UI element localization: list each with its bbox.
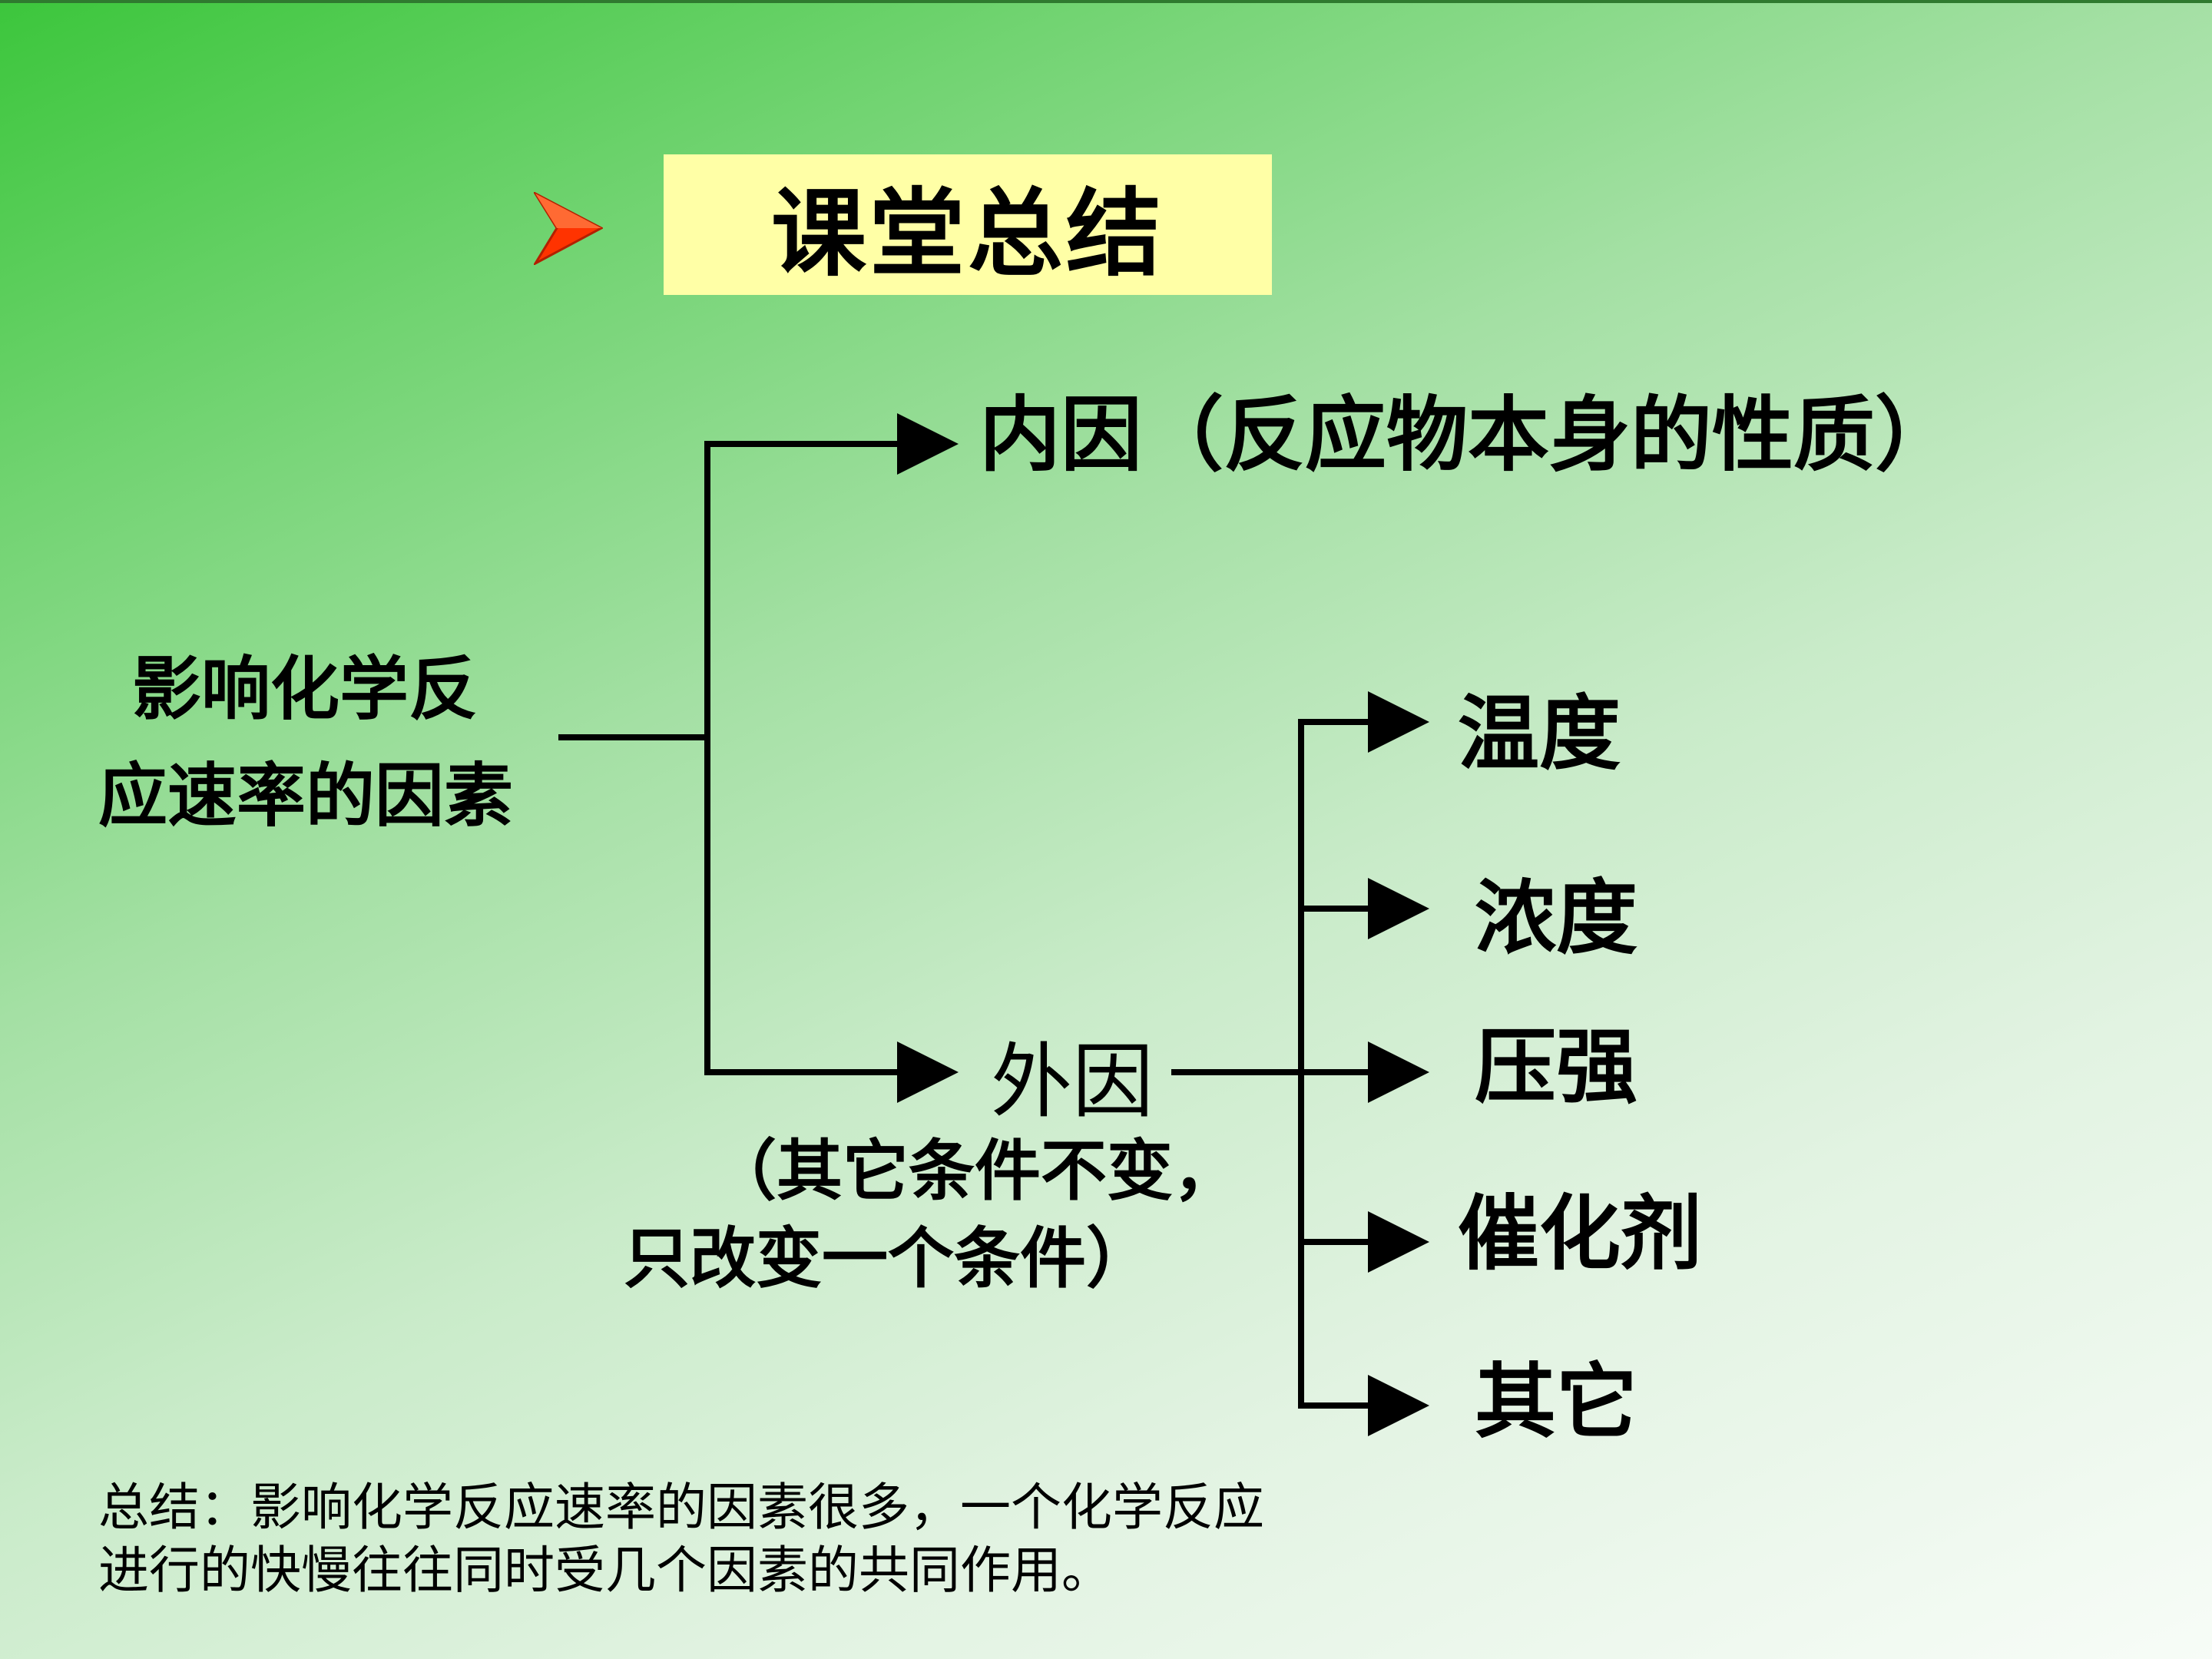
root-line-2: 应速率的因素 bbox=[98, 756, 513, 836]
factor-others: 其它 bbox=[1475, 1355, 1637, 1449]
factor-pressure: 压强 bbox=[1475, 1020, 1637, 1114]
factor-catalyst: 催化剂 bbox=[1458, 1187, 1702, 1281]
title-box: 课堂总结 bbox=[664, 154, 1272, 295]
external-factor: 外因 bbox=[991, 1035, 1154, 1129]
arrow-bullet-icon bbox=[534, 192, 603, 265]
external-note-line-2: 只改变一个条件） bbox=[624, 1220, 1152, 1297]
summary-line-2: 进行的快慢往往同时受几个因素的共同作用。 bbox=[98, 1541, 1112, 1600]
slide-title: 课堂总结 bbox=[770, 178, 1164, 290]
root-line-1: 影响化学反 bbox=[132, 649, 478, 730]
external-note-line-1: （其它条件不变， bbox=[710, 1133, 1239, 1210]
internal-factor: 内因（反应物本身的性质） bbox=[979, 388, 1956, 482]
factor-concentration: 浓度 bbox=[1475, 871, 1637, 965]
factor-temperature: 温度 bbox=[1458, 687, 1621, 781]
top-border bbox=[0, 0, 2212, 3]
summary-line-1: 总结：影响化学反应速率的因素很多，一个化学反应 bbox=[98, 1478, 1264, 1537]
